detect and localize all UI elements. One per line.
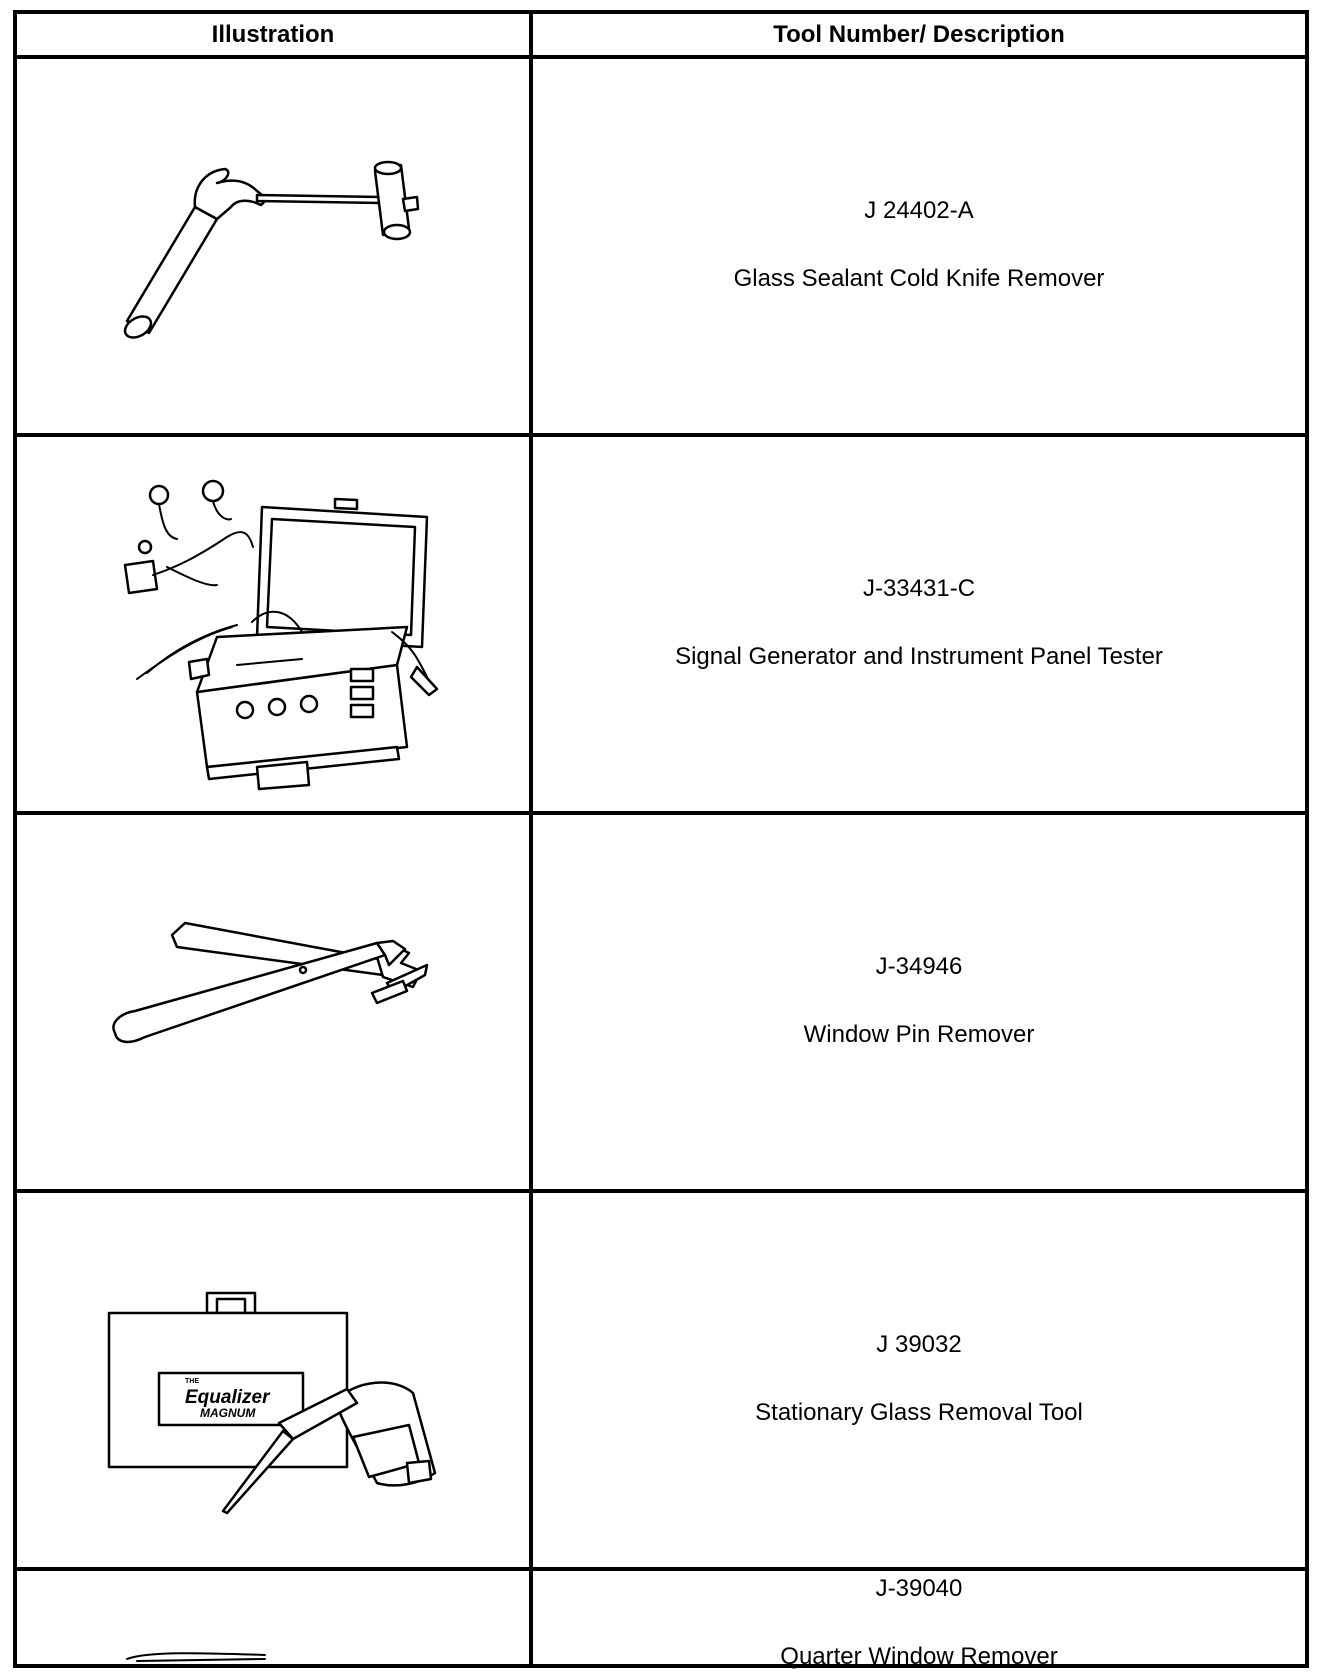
table-row: THE Equalizer MAGNUM J 39032 Stationary … (17, 1189, 1305, 1567)
tool-description: Signal Generator and Instrument Panel Te… (675, 643, 1163, 670)
header-tool-description: Tool Number/ Description (773, 20, 1065, 48)
logo-brand-text: Equalizer (185, 1387, 271, 1408)
tool-description: Stationary Glass Removal Tool (755, 1399, 1083, 1426)
tool-number: J-34946 (875, 953, 963, 980)
tool-description-cell: J 39032 Stationary Glass Removal Tool (533, 1193, 1305, 1567)
table-row: J-33431-C Signal Generator and Instrumen… (17, 433, 1305, 811)
signal-generator-case-illustration (17, 437, 529, 811)
tool-description-cell: J-34946 Window Pin Remover (533, 815, 1305, 1189)
equalizer-magnum-illustration: THE Equalizer MAGNUM (17, 1193, 529, 1567)
table-row: J 24402-A Glass Sealant Cold Knife Remov… (17, 55, 1305, 433)
tool-description-cell: J-39040 Quarter Window Remover (533, 1571, 1305, 1670)
table-row: J-34946 Window Pin Remover (17, 811, 1305, 1189)
tool-description: Window Pin Remover (803, 1021, 1035, 1048)
logo-model-text: MAGNUM (200, 1406, 256, 1420)
tool-description-cell: J-33431-C Signal Generator and Instrumen… (533, 437, 1305, 811)
header-illustration: Illustration (211, 20, 335, 48)
tool-number: J-33431-C (862, 575, 976, 602)
tool-description: Quarter Window Remover (780, 1643, 1058, 1670)
window-pin-remover-illustration (17, 815, 529, 1189)
logo-small-text: THE (185, 1378, 199, 1385)
tool-number: J 24402-A (864, 197, 974, 224)
table-header-row: Illustration Tool Number/ Description (17, 14, 1305, 55)
cold-knife-remover-illustration (17, 59, 529, 433)
tool-description-cell: J 24402-A Glass Sealant Cold Knife Remov… (533, 59, 1305, 433)
quarter-window-remover-illustration (17, 1571, 529, 1664)
tool-description: Glass Sealant Cold Knife Remover (733, 265, 1105, 292)
special-tools-table: Illustration Tool Number/ Description J … (13, 10, 1309, 1670)
column-divider (529, 14, 533, 1664)
table-row: J-39040 Quarter Window Remover (17, 1567, 1305, 1670)
tool-number: J-39040 (875, 1575, 963, 1602)
tool-number: J 39032 (876, 1331, 962, 1358)
